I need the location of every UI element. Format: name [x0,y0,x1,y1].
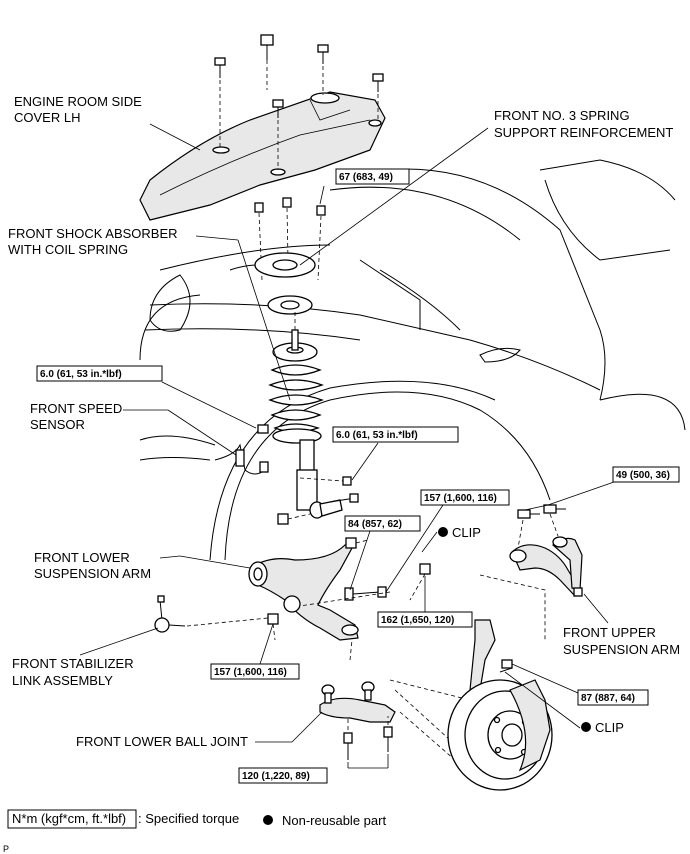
spring-support-reinforcement [254,252,316,315]
front-lower-suspension-arm [248,537,369,641]
label-stabilizer-line2: LINK ASSEMBLY [12,673,113,688]
torque-box-49: 49 (500, 36) [612,466,680,483]
label-lower-arm-line1: FRONT LOWER [34,550,130,565]
vehicle-body-outline [139,159,686,561]
clip-label-2: CLIP [581,720,624,735]
label-speed-sensor-line1: FRONT SPEED [30,401,122,416]
bolt-icon [260,34,274,60]
bolt-icon [317,44,329,64]
torque-box-67: 67 (683, 49) [335,168,410,185]
non-reusable-dot-icon [263,815,273,825]
label-clip-2: CLIP [595,720,624,735]
label-lower-arm-line2: SUSPENSION ARM [34,566,151,581]
leader-lines [79,123,615,769]
svg-text:157 (1,600, 116): 157 (1,600, 116) [214,667,287,678]
front-upper-suspension-arm [509,504,583,597]
label-spring-support-line2: SUPPORT REINFORCEMENT [494,125,673,140]
torque-box-162: 162 (1,650, 120) [377,611,473,628]
label-spring-support-line1: FRONT NO. 3 SPRING [494,108,630,123]
legend-torque-box [7,809,137,829]
cover-bolts [214,34,384,170]
torque-box-6-0-b: 6.0 (61, 53 in.*lbf) [332,426,459,443]
label-engine-cover-line1: ENGINE ROOM SIDE [14,94,142,109]
knuckle-and-rotor [447,574,553,791]
svg-text:162 (1,650, 120): 162 (1,650, 120) [381,615,454,626]
stabilizer-link [154,595,269,633]
bolt-icon [372,73,384,92]
speed-sensor [214,443,269,475]
label-stabilizer-line1: FRONT STABILIZER [12,656,134,671]
label-clip-1: CLIP [452,525,481,540]
svg-text:157 (1,600, 116): 157 (1,600, 116) [424,493,497,504]
svg-text:84 (857, 62): 84 (857, 62) [348,519,402,530]
torque-box-157-a: 157 (1,600, 116) [420,489,510,506]
torque-box-120: 120 (1,220, 89) [238,767,328,784]
bolt-icon [214,57,226,78]
label-shock-absorber-line2: WITH COIL SPRING [8,242,128,257]
corner-code: P [3,844,9,854]
label-upper-arm-line2: SUSPENSION ARM [563,642,680,657]
torque-box-84: 84 (857, 62) [344,515,421,532]
legend-torque-desc: : Specified torque [138,811,239,826]
legend-nonreusable: Non-reusable part [282,813,386,828]
label-shock-absorber-line1: FRONT SHOCK ABSORBER [8,226,178,241]
torque-box-157-b: 157 (1,600, 116) [210,663,300,680]
legend-torque-units: N*m (kgf*cm, ft.*lbf) [12,811,126,826]
svg-text:6.0 (61, 53 in.*lbf): 6.0 (61, 53 in.*lbf) [336,430,418,441]
legend: N*m (kgf*cm, ft.*lbf) : Specified torque… [7,809,386,829]
engine-room-side-cover [139,91,386,221]
torque-box-87: 87 (887, 64) [577,689,649,706]
label-upper-arm-line1: FRONT UPPER [563,625,656,640]
bolt-icon [272,99,284,118]
torque-box-6-0-a: 6.0 (61, 53 in.*lbf) [36,365,163,382]
svg-text:120 (1,220, 89): 120 (1,220, 89) [242,771,310,782]
sensor-bolt-icon [257,424,269,434]
svg-text:6.0 (61, 53 in.*lbf): 6.0 (61, 53 in.*lbf) [40,369,122,380]
svg-text:87 (887, 64): 87 (887, 64) [581,693,635,704]
svg-text:67 (683, 49): 67 (683, 49) [339,172,393,183]
shock-absorber-assembly [257,312,343,519]
non-reusable-dot-icon [438,527,448,537]
non-reusable-dot-icon [581,722,591,732]
upper-mount-nuts [254,197,326,281]
label-engine-cover-line2: COVER LH [14,110,80,125]
front-lower-ball-joint [319,639,471,761]
label-lower-ball-joint: FRONT LOWER BALL JOINT [76,734,248,749]
svg-text:49 (500, 36): 49 (500, 36) [616,470,670,481]
clip-label-1: CLIP [438,525,481,540]
label-speed-sensor-line2: SENSOR [30,417,85,432]
strut-bolts [277,476,359,525]
